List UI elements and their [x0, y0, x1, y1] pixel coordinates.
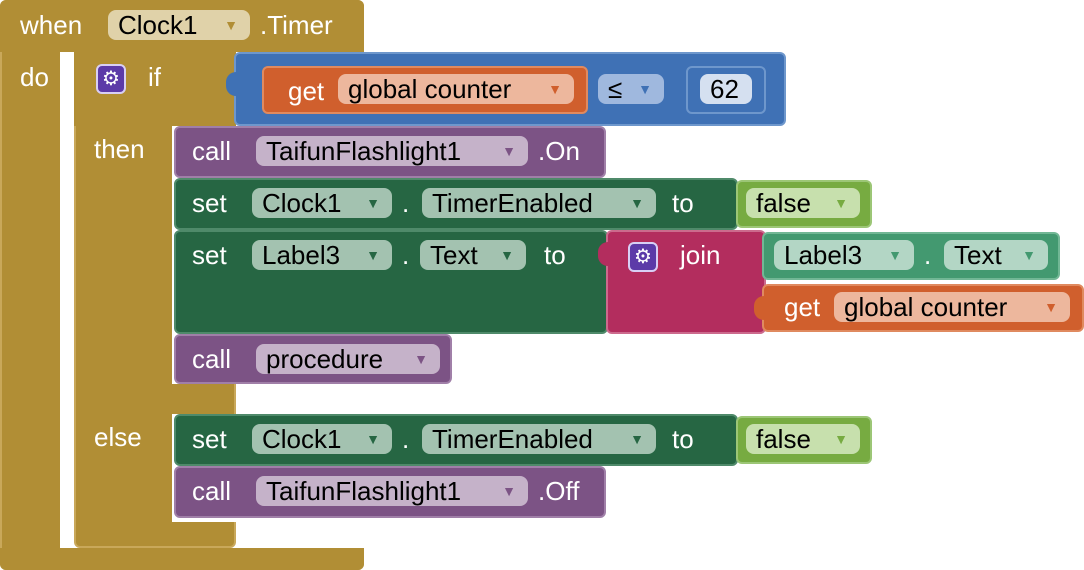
else-false-dropdown[interactable]: false ▼: [746, 424, 860, 454]
do-label: do: [20, 62, 49, 92]
method-off-label: .Off: [538, 476, 580, 506]
when-label: when: [20, 10, 83, 40]
dot-label: .: [402, 240, 410, 270]
getter-label3-component-text: Label3: [784, 240, 863, 270]
flashlight-component-dropdown[interactable]: TaifunFlashlight1 ▼: [256, 136, 528, 166]
chevron-down-icon: ▼: [834, 195, 848, 211]
set-label: set: [192, 188, 227, 218]
event-name-label: .Timer: [260, 10, 333, 40]
condition-variable-text: global counter: [348, 74, 512, 104]
else-label: else: [94, 422, 142, 452]
chevron-down-icon: ▼: [1044, 299, 1058, 315]
chevron-down-icon: ▼: [638, 81, 652, 97]
chevron-down-icon: ▼: [630, 195, 644, 211]
flashlight-component-text: TaifunFlashlight1: [266, 136, 462, 166]
dot-label: .: [402, 424, 410, 454]
join-mutator-gear-icon[interactable]: ⚙: [628, 242, 658, 272]
chevron-down-icon: ▼: [500, 247, 514, 263]
chevron-down-icon: ▼: [888, 247, 902, 263]
chevron-down-icon: ▼: [366, 247, 380, 263]
getter-label3-component-dropdown[interactable]: Label3 ▼: [774, 240, 914, 270]
set-clock-property-text: TimerEnabled: [432, 188, 593, 218]
set-label3-property-dropdown[interactable]: Text ▼: [420, 240, 526, 270]
false-dropdown[interactable]: false ▼: [746, 188, 860, 218]
chevron-down-icon: ▼: [834, 431, 848, 447]
set-label3-component-text: Label3: [262, 240, 341, 270]
chevron-down-icon: ▼: [224, 17, 238, 33]
procedure-dropdown[interactable]: procedure ▼: [256, 344, 440, 374]
chevron-down-icon: ▼: [1022, 247, 1036, 263]
join-label: join: [680, 240, 721, 270]
set-label: set: [192, 424, 227, 454]
else-set-clock-component-text: Clock1: [262, 424, 342, 454]
event-footer-bar: [0, 548, 364, 570]
else-flashlight-component-text: TaifunFlashlight1: [266, 476, 462, 506]
to-label: to: [672, 424, 694, 454]
number-text: 62: [710, 74, 739, 104]
event-component-text: Clock1: [118, 10, 198, 40]
chevron-down-icon: ▼: [366, 431, 380, 447]
set-clock-property-dropdown[interactable]: TimerEnabled ▼: [422, 188, 656, 218]
then-label: then: [94, 134, 145, 164]
join-variable-text: global counter: [844, 292, 1008, 322]
call-label: call: [192, 136, 232, 166]
else-set-clock-property-dropdown[interactable]: TimerEnabled ▼: [422, 424, 656, 454]
dot-label: .: [402, 188, 410, 218]
getter-label3-property-dropdown[interactable]: Text ▼: [944, 240, 1048, 270]
operator-dropdown[interactable]: ≤ ▼: [598, 74, 664, 104]
getter-label3-property-text: Text: [954, 240, 1002, 270]
if-mutator-gear-icon[interactable]: ⚙: [96, 64, 126, 94]
set-label3-component-dropdown[interactable]: Label3 ▼: [252, 240, 392, 270]
set-label3-property-text: Text: [430, 240, 478, 270]
compare-connector: [226, 72, 236, 96]
set-label: set: [192, 240, 227, 270]
false-text: false: [756, 188, 811, 218]
call-flashlight-off-block[interactable]: [174, 466, 606, 518]
to-label: to: [544, 240, 566, 270]
chevron-down-icon: ▼: [366, 195, 380, 211]
call-label: call: [192, 476, 232, 506]
join-get-connector: [754, 296, 764, 320]
chevron-down-icon: ▼: [502, 143, 516, 159]
else-set-clock-property-text: TimerEnabled: [432, 424, 593, 454]
chevron-down-icon: ▼: [502, 483, 516, 499]
else-set-clock-component-dropdown[interactable]: Clock1 ▼: [252, 424, 392, 454]
call-label: call: [192, 344, 232, 374]
if-label: if: [148, 62, 161, 92]
number-field[interactable]: 62: [700, 74, 752, 104]
condition-variable-dropdown[interactable]: global counter ▼: [338, 74, 574, 104]
method-on-label: .On: [538, 136, 580, 166]
operator-text: ≤: [608, 74, 623, 104]
chevron-down-icon: ▼: [414, 351, 428, 367]
event-component-dropdown[interactable]: Clock1 ▼: [108, 10, 250, 40]
join-variable-dropdown[interactable]: global counter ▼: [834, 292, 1070, 322]
chevron-down-icon: ▼: [630, 431, 644, 447]
join-connector: [598, 242, 608, 266]
procedure-text: procedure: [266, 344, 384, 374]
get-label: get: [288, 76, 325, 106]
get-label: get: [784, 292, 821, 322]
set-clock-component-text: Clock1: [262, 188, 342, 218]
chevron-down-icon: ▼: [548, 81, 562, 97]
set-clock-component-dropdown[interactable]: Clock1 ▼: [252, 188, 392, 218]
else-false-text: false: [756, 424, 811, 454]
else-flashlight-component-dropdown[interactable]: TaifunFlashlight1 ▼: [256, 476, 528, 506]
dot-label: .: [924, 240, 932, 270]
to-label: to: [672, 188, 694, 218]
